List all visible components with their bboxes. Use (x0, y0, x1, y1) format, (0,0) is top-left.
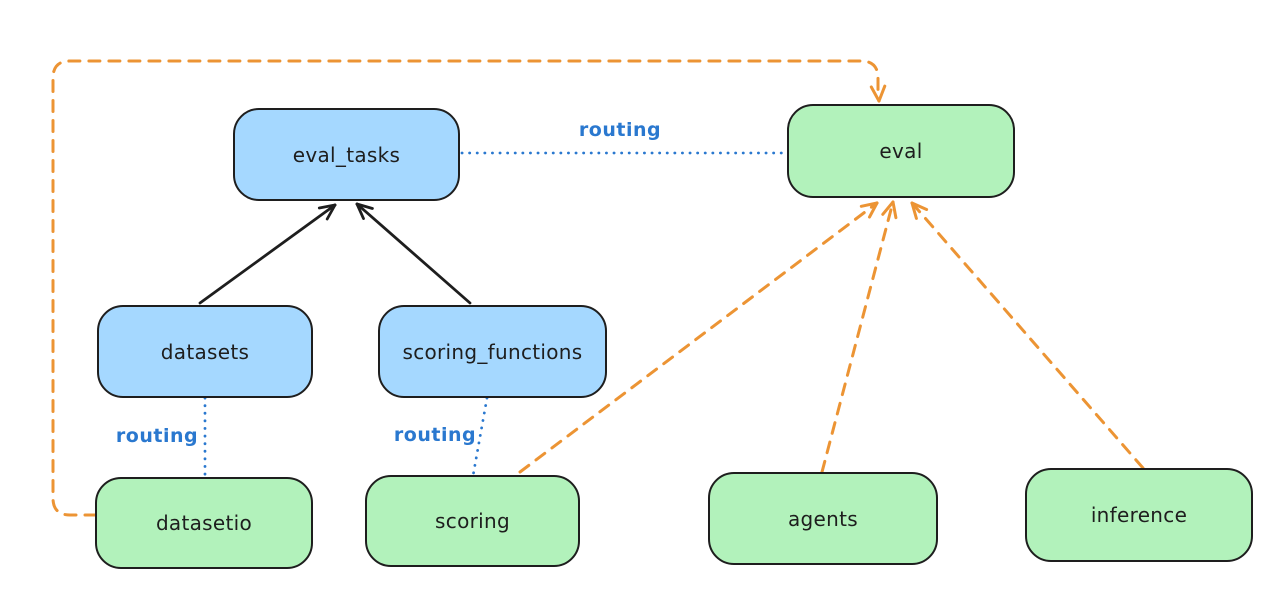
node-inference-label: inference (1090, 503, 1188, 527)
node-eval-tasks-label: eval_tasks (292, 142, 401, 167)
edge-label-routing-datasetio: routing (115, 425, 199, 447)
edge-agents-to-eval (820, 200, 895, 474)
node-agents: agents (708, 472, 938, 565)
arrowhead-agents-to-eval (891, 200, 898, 220)
arrowhead-inference-to-eval (910, 201, 929, 211)
edge-datasetio-to-eval-wraparound (51, 59, 880, 517)
node-datasetio: datasetio (95, 477, 313, 569)
arrowhead-datasetio-to-eval-wraparound (869, 85, 881, 103)
arrowhead-scoring-to-eval (859, 201, 879, 208)
edge-label-routing-top: routing (578, 119, 662, 141)
edge-scoring_functions-to-eval_tasks (355, 202, 472, 305)
node-agents-label: agents (788, 506, 858, 531)
arrowhead-agents-to-eval (881, 200, 895, 216)
node-scoring-functions-label: scoring_functions (402, 339, 583, 364)
arrowhead-datasets-to-eval_tasks (325, 203, 337, 221)
node-datasets-label: datasets (160, 339, 250, 364)
node-scoring-functions: scoring_functions (378, 305, 607, 398)
node-datasets: datasets (97, 305, 313, 398)
arrowhead-scoring_functions-to-eval_tasks (355, 202, 374, 210)
arrowhead-datasets-to-eval_tasks (317, 203, 337, 210)
arrowhead-inference-to-eval (910, 201, 918, 220)
edge-label-routing-scoring: routing (393, 424, 477, 446)
arrowhead-datasetio-to-eval-wraparound (877, 84, 887, 103)
node-inference: inference (1025, 468, 1253, 562)
node-eval-label: eval (879, 139, 923, 163)
arrowhead-scoring-to-eval (868, 201, 879, 219)
node-eval: eval (787, 104, 1015, 198)
edge-inference-to-eval (910, 201, 1145, 470)
arrowhead-scoring_functions-to-eval_tasks (355, 202, 365, 221)
edge-scoring-to-eval (518, 201, 879, 474)
node-scoring: scoring (365, 475, 580, 567)
node-eval-tasks: eval_tasks (233, 108, 460, 201)
edge-datasets-to-eval_tasks (198, 203, 337, 305)
node-datasetio-label: datasetio (155, 511, 253, 535)
node-scoring-label: scoring (435, 509, 510, 533)
